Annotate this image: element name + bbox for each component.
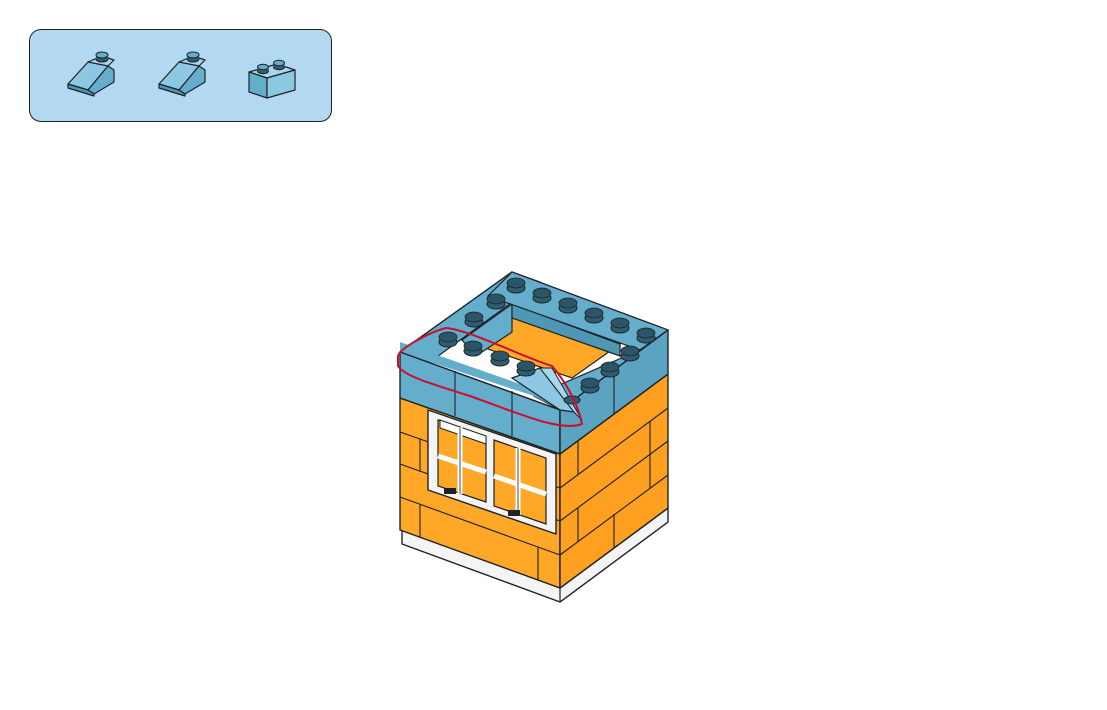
house-model	[0, 0, 1107, 710]
